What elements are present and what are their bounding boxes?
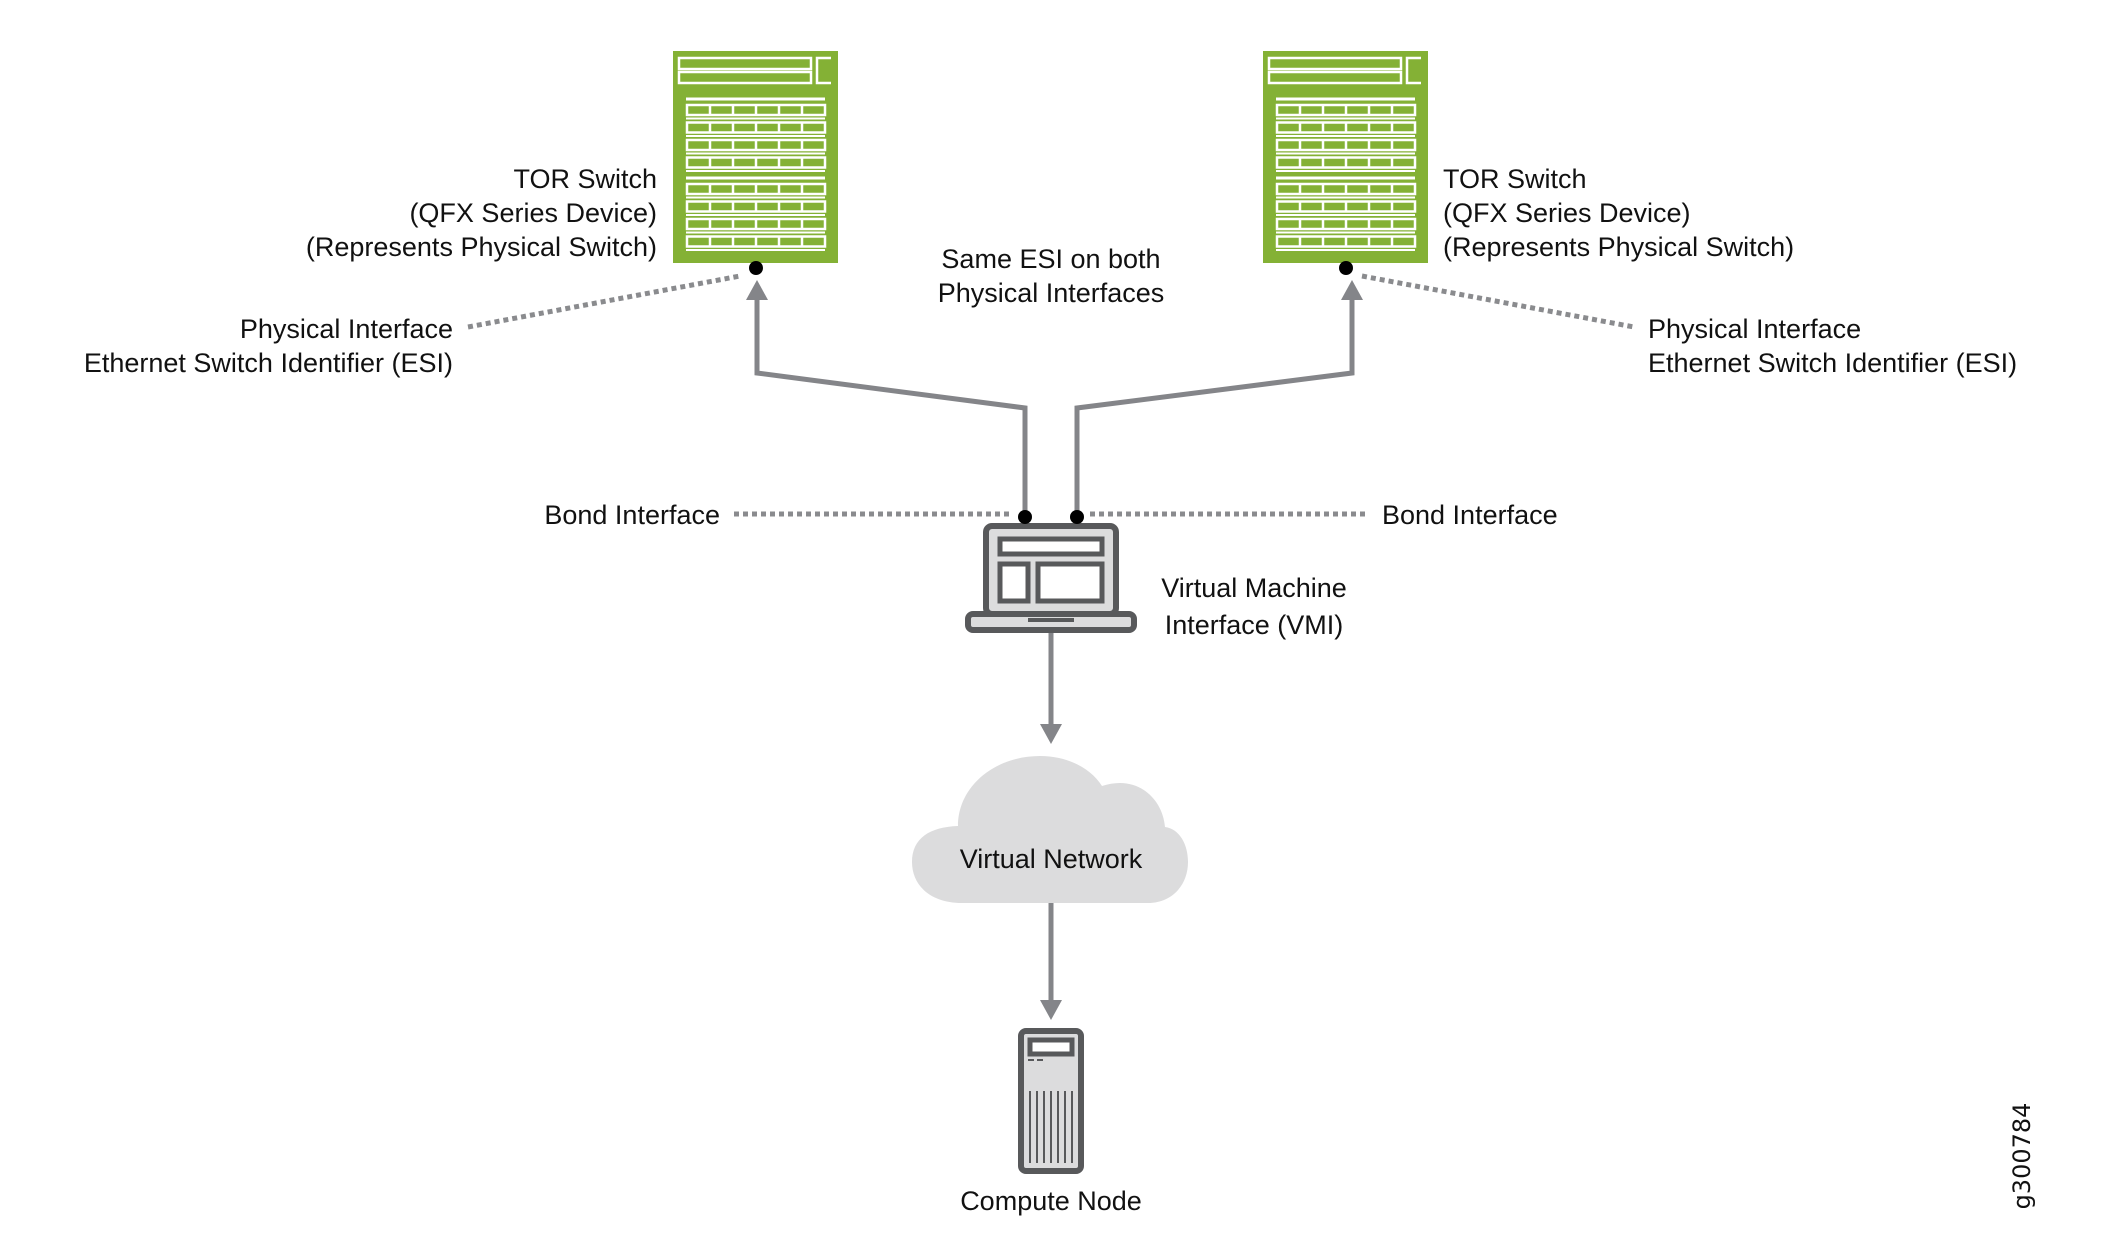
arrowhead-right-switch [1341,280,1363,300]
right-switch-label: TOR Switch (QFX Series Device) (Represen… [1443,164,1794,262]
connector-vmi-to-right-switch [1074,296,1355,515]
right-switch-label-line-3: (Represents Physical Switch) [1443,232,1794,262]
laptop-icon [965,523,1137,633]
left-switch-port [749,261,763,275]
connector-vmi-to-left-switch [754,296,1028,515]
right-physical-interface-line-2: Ethernet Switch Identifier (ESI) [1648,348,2017,378]
cloud-icon [912,756,1188,903]
connectors [467,273,1635,1020]
left-bond-interface-label: Bond Interface [544,500,720,530]
vmi-port-left [1018,510,1032,524]
callout-left-physical-interface [467,273,741,330]
switch-mgmt-row [1267,56,1403,71]
center-note: Same ESI on both Physical Interfaces [938,244,1165,308]
switch-mgmt-row [677,56,813,71]
vmi-label-line-1: Virtual Machine [1161,573,1347,603]
switch-mgmt-row [677,70,813,85]
switch-mgmt-row [1267,70,1403,85]
network-switch-icon [673,51,838,263]
compute-node-label: Compute Node [960,1186,1142,1216]
right-bond-interface-label: Bond Interface [1382,500,1558,530]
left-physical-interface-label: Physical Interface Ethernet Switch Ident… [84,314,453,378]
arrowhead-network [1040,724,1062,744]
arrowhead-compute [1040,1000,1062,1020]
server-vents [1029,1091,1073,1163]
vmi-port-right [1070,510,1084,524]
left-physical-interface-line-1: Physical Interface [240,314,453,344]
server-tower-icon [1018,1028,1084,1174]
right-physical-interface-line-1: Physical Interface [1648,314,1861,344]
figure-id: g300784 [2008,1103,2036,1210]
right-physical-interface-label: Physical Interface Ethernet Switch Ident… [1648,314,2017,378]
left-tor-switch[interactable] [673,51,838,263]
vmi-label-line-2: Interface (VMI) [1165,610,1344,640]
left-switch-label-line-1: TOR Switch [513,164,657,194]
compute-node[interactable]: Compute Node [960,1028,1142,1216]
vmi-device[interactable] [965,523,1137,633]
right-switch-port [1339,261,1353,275]
right-switch-label-line-1: TOR Switch [1443,164,1587,194]
center-note-line-2: Physical Interfaces [938,278,1165,308]
left-switch-label: TOR Switch (QFX Series Device) (Represen… [306,164,657,262]
right-tor-switch[interactable] [1263,51,1428,263]
center-note-line-1: Same ESI on both [941,244,1160,274]
virtual-network-label: Virtual Network [960,844,1143,874]
callout-right-physical-interface [1361,273,1635,330]
vmi-label: Virtual Machine Interface (VMI) [1161,573,1347,640]
left-physical-interface-line-2: Ethernet Switch Identifier (ESI) [84,348,453,378]
right-switch-label-line-2: (QFX Series Device) [1443,198,1691,228]
left-switch-label-line-3: (Represents Physical Switch) [306,232,657,262]
arrowhead-left-switch [746,280,768,300]
virtual-network[interactable]: Virtual Network [912,756,1188,903]
left-switch-label-line-2: (QFX Series Device) [409,198,657,228]
network-switch-icon [1263,51,1428,263]
